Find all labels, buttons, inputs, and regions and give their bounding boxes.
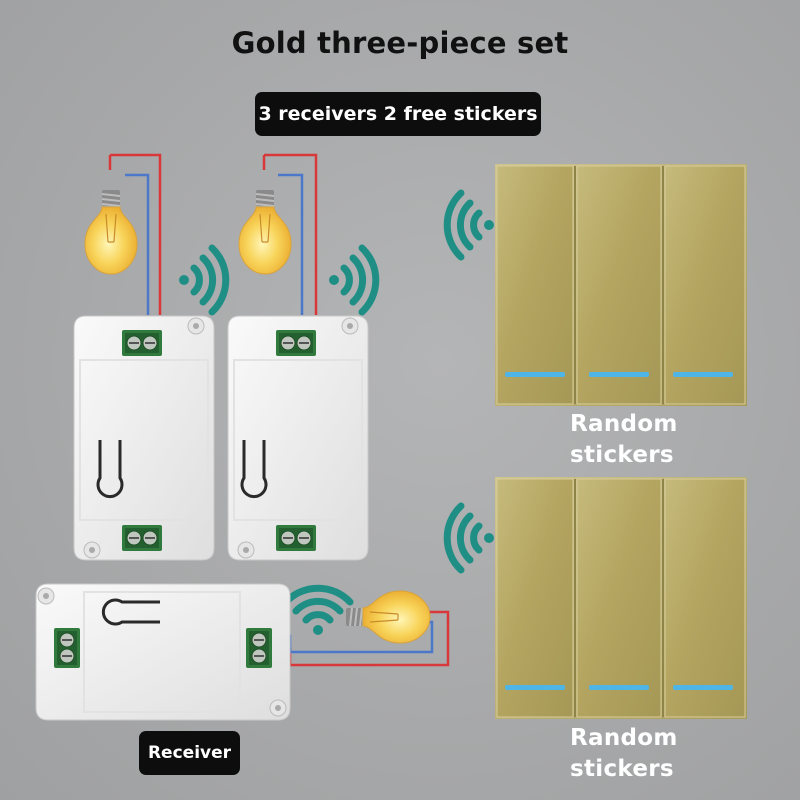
sticker-label-line: stickers — [570, 756, 674, 782]
receiver-label: Receiver — [139, 731, 240, 775]
wall-switch-panel — [495, 164, 747, 406]
wifi-signal-icon — [286, 588, 350, 635]
wifi-signal-icon — [447, 506, 494, 570]
wires-receiver-1 — [108, 153, 162, 315]
sticker-label-line: Random — [570, 725, 678, 751]
receiver-module — [227, 315, 369, 561]
wires-receiver-2 — [262, 153, 318, 315]
bulb-icon — [345, 590, 431, 644]
promo-badge: 3 receivers 2 free stickers — [255, 92, 541, 136]
page-title: Gold three-piece set — [231, 26, 569, 60]
receiver-module — [73, 315, 215, 561]
receiver-module — [35, 583, 291, 721]
sticker-label-line: Random — [570, 411, 678, 437]
wifi-signal-icon — [447, 193, 494, 257]
wifi-signal-icon — [329, 248, 376, 312]
sticker-label-bottom: Random stickers — [570, 723, 678, 785]
bulb-icon — [84, 189, 138, 275]
bulb-icon — [238, 189, 292, 275]
wall-switch-panel — [495, 477, 747, 719]
sticker-label-line: stickers — [570, 442, 674, 468]
sticker-label-top: Random stickers — [570, 409, 678, 471]
wifi-signal-icon — [179, 248, 226, 312]
